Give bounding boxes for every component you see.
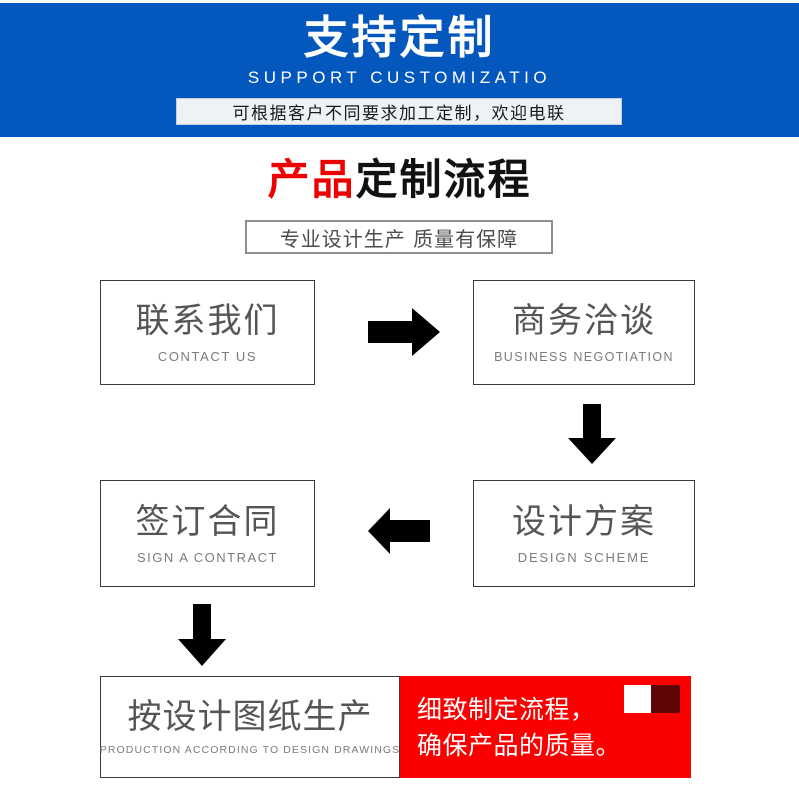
flow-step-design-scheme[interactable]: 设计方案 DESIGN SCHEME	[473, 480, 695, 587]
swatch-dark-red	[651, 685, 680, 713]
section-subtitle-text: 专业设计生产 质量有保障	[279, 226, 519, 251]
flow-step-label-cn: 设计方案	[512, 501, 656, 542]
banner-tagline-box: 可根据客户不同要求加工定制，欢迎电联	[176, 98, 622, 125]
color-swatch-group	[624, 685, 680, 713]
section-title-red: 产品	[267, 155, 356, 204]
banner-title: 支持定制	[303, 11, 496, 64]
promo-line-2: 确保产品的质量。	[417, 731, 622, 760]
promo-panel: 细致制定流程， 确保产品的质量。	[400, 676, 691, 778]
arrow-left-icon	[368, 508, 430, 554]
arrow-down-icon	[568, 404, 616, 464]
flow-step-contact-us[interactable]: 联系我们 CONTACT US	[100, 280, 315, 385]
arrow-right-icon	[368, 308, 440, 356]
header-banner: 支持定制 SUPPORT CUSTOMIZATIO 可根据客户不同要求加工定制，…	[0, 3, 799, 137]
flow-step-label-cn: 按设计图纸生产	[127, 696, 373, 737]
flow-step-sign-contract[interactable]: 签订合同 SIGN A CONTRACT	[100, 480, 315, 587]
flow-step-label-en: PRODUCTION ACCORDING TO DESIGN DRAWINGS	[99, 743, 401, 756]
section-title-black: 定制流程	[355, 155, 532, 204]
flow-step-label-en: DESIGN SCHEME	[517, 549, 651, 565]
section-title: 产品定制流程	[0, 152, 799, 208]
promo-line-1: 细致制定流程，	[417, 695, 596, 724]
arrow-down-icon	[178, 604, 226, 666]
flow-step-production[interactable]: 按设计图纸生产 PRODUCTION ACCORDING TO DESIGN D…	[100, 676, 400, 778]
section-subtitle-box: 专业设计生产 质量有保障	[245, 220, 553, 254]
flow-step-label-cn: 联系我们	[135, 300, 280, 341]
promo-text: 细致制定流程， 确保产品的质量。	[417, 692, 621, 764]
flow-step-label-cn: 商务洽谈	[512, 300, 656, 341]
banner-tagline-text: 可根据客户不同要求加工定制，欢迎电联	[232, 104, 566, 124]
flow-step-business-negotiation[interactable]: 商务洽谈 BUSINESS NEGOTIATION	[473, 280, 695, 385]
flow-step-label-en: BUSINESS NEGOTIATION	[494, 349, 674, 364]
banner-subtitle: SUPPORT CUSTOMIZATIO	[247, 68, 552, 87]
flow-step-label-cn: 签订合同	[135, 501, 280, 542]
flow-step-label-en: SIGN A CONTRACT	[137, 549, 278, 565]
flow-step-label-en: CONTACT US	[157, 348, 258, 364]
swatch-white	[624, 685, 651, 713]
